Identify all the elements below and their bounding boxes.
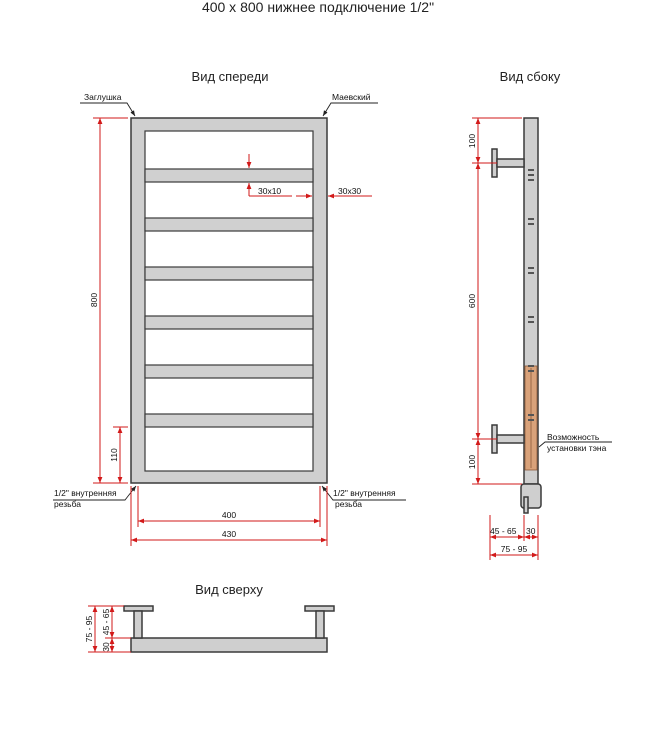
side-depth-label: 45 - 65 [490, 526, 517, 536]
thread-left-leader [53, 485, 137, 501]
top-view-title: Вид сверху [195, 582, 263, 597]
side-pipe-label: 30 [526, 526, 536, 536]
bottom-offset-label: 110 [109, 448, 119, 462]
front-crossbars [144, 168, 314, 428]
plug-leader [80, 102, 136, 117]
thread-left-label-2: резьба [54, 499, 81, 509]
side-total-depth-label: 75 - 95 [501, 544, 528, 554]
side-view: Вид сбоку Возможн [467, 69, 612, 560]
top-bracket-right [304, 605, 335, 639]
thread-right-label-1: 1/2" внутренняя [333, 488, 396, 498]
top-pipe-label: 30 [101, 642, 111, 652]
side-crossbar-markers [528, 169, 534, 421]
side-middle-label: 600 [467, 294, 477, 308]
crossbar [144, 413, 314, 428]
page-title: 400 x 800 нижнее подключение 1/2" [202, 0, 434, 15]
thread-left-label-1: 1/2" внутренняя [54, 488, 117, 498]
total-width-dimension: 430 [130, 486, 328, 546]
top-total-depth-label: 75 - 95 [84, 615, 94, 642]
side-bottom-label: 100 [467, 455, 477, 469]
crossbar [144, 266, 314, 281]
mayevsky-leader [322, 102, 378, 117]
top-view-dimensions: 75 - 95 30 45 - 65 [84, 605, 131, 653]
crossbar [144, 168, 314, 183]
side-bottom-connection [520, 483, 542, 514]
height-label: 800 [89, 293, 99, 307]
crossbar [144, 217, 314, 232]
side-vertical-dimensions: 100 600 100 [467, 117, 522, 485]
center-width-dimension: 400 [137, 486, 321, 527]
bottom-offset-dimension: 110 [109, 426, 128, 483]
crossbar-size-label: 30x10 [258, 186, 281, 196]
riser-size-dimension: 30x30 [296, 186, 372, 199]
front-view: Вид спереди Заглушка Маевский 1/2" внутр… [53, 69, 406, 546]
thread-right-leader [321, 485, 406, 501]
top-view: Вид сверху 75 - 95 30 45 - 65 [84, 582, 335, 653]
side-top-label: 100 [467, 134, 477, 148]
heater-label-2: установки тэна [547, 443, 607, 453]
heater-leader [538, 441, 612, 448]
riser-size-label: 30x30 [338, 186, 361, 196]
height-dimension: 800 [89, 117, 128, 484]
side-horizontal-dimensions: 45 - 65 30 75 - 95 [489, 515, 539, 560]
side-view-title: Вид сбоку [500, 69, 561, 84]
center-width-label: 400 [222, 510, 236, 520]
top-depth-label: 45 - 65 [101, 608, 111, 635]
total-width-label: 430 [222, 529, 236, 539]
top-bracket-left [123, 605, 154, 639]
plug-label: Заглушка [84, 92, 122, 102]
front-view-title: Вид спереди [192, 69, 269, 84]
heater-label-1: Возможность [547, 432, 600, 442]
mayevsky-label: Маевский [332, 92, 371, 102]
crossbar-size-dimension: 30x10 [246, 154, 292, 197]
thread-right-label-2: резьба [335, 499, 362, 509]
crossbar [144, 315, 314, 330]
top-view-riser [130, 637, 328, 653]
crossbar [144, 364, 314, 379]
